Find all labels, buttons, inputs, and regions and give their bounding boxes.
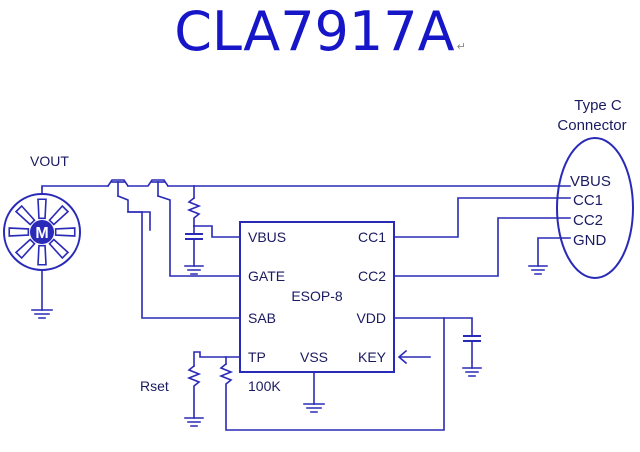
key-arrow-icon xyxy=(397,349,408,365)
vout-label: VOUT xyxy=(30,153,69,169)
fan-blade xyxy=(37,198,47,220)
fan-blade xyxy=(8,227,30,237)
vdd-wire xyxy=(393,317,473,337)
gate-wire-b xyxy=(156,194,241,277)
vbus-resistor-icon xyxy=(186,196,202,227)
fan-blade xyxy=(48,238,70,260)
motor-label: M xyxy=(35,225,48,242)
motor-fan-icon: M xyxy=(3,193,81,271)
gate-wire-a xyxy=(116,194,151,231)
fan-blade xyxy=(48,204,70,226)
rset-label: Rset xyxy=(140,378,169,394)
diagram-title: CLA7917A↵ xyxy=(0,2,640,77)
pin-vss: VSS xyxy=(300,349,328,365)
mosfet-pair-icon xyxy=(106,179,170,197)
pin-vbus: VBUS xyxy=(248,229,286,245)
tp-100k-resistor-icon xyxy=(218,317,445,431)
fan-blade xyxy=(37,244,47,266)
title-text: CLA7917A xyxy=(174,0,455,63)
fan-blade xyxy=(14,238,36,260)
chip-package: ESOP-8 xyxy=(291,288,343,304)
pin-gate: GATE xyxy=(248,268,285,284)
fan-blade xyxy=(14,204,36,226)
cc2-wire xyxy=(393,217,571,277)
pin-vdd: VDD xyxy=(356,310,386,326)
pin-tp: TP xyxy=(248,349,266,365)
connector-title-line2: Connector xyxy=(557,117,626,134)
connector-pin-vbus: VBUS xyxy=(570,173,611,190)
vout-wire xyxy=(41,185,109,189)
vss-ground-icon xyxy=(303,403,325,413)
gnd-wire xyxy=(537,237,571,267)
tp-wire xyxy=(193,351,241,367)
return-mark: ↵ xyxy=(456,40,466,53)
vdd-ground-icon xyxy=(462,367,482,377)
vbus-pin-wire xyxy=(193,225,241,238)
connector-pin-gnd: GND xyxy=(573,232,607,249)
pin-cc1: CC1 xyxy=(358,229,386,245)
typec-connector-body xyxy=(556,137,634,279)
pin-key: KEY xyxy=(358,349,387,365)
cc1-wire xyxy=(393,197,571,238)
rset-ground-icon xyxy=(184,417,204,427)
rset-resistor-icon xyxy=(186,364,202,419)
chip-body xyxy=(239,221,395,373)
connector-pin-cc2: CC2 xyxy=(573,212,603,229)
connector-ground-icon xyxy=(528,265,548,275)
connector-title-line1: Type C xyxy=(574,97,622,114)
resistor-100k-label: 100K xyxy=(248,378,281,394)
pin-cc2: CC2 xyxy=(358,268,386,284)
sab-wire xyxy=(127,211,241,319)
fan-blade xyxy=(54,227,76,237)
connector-pin-cc1: CC1 xyxy=(573,192,603,209)
motor-ground-icon xyxy=(31,309,53,319)
pin-sab: SAB xyxy=(248,310,276,326)
vbus-ground-icon xyxy=(184,265,204,275)
